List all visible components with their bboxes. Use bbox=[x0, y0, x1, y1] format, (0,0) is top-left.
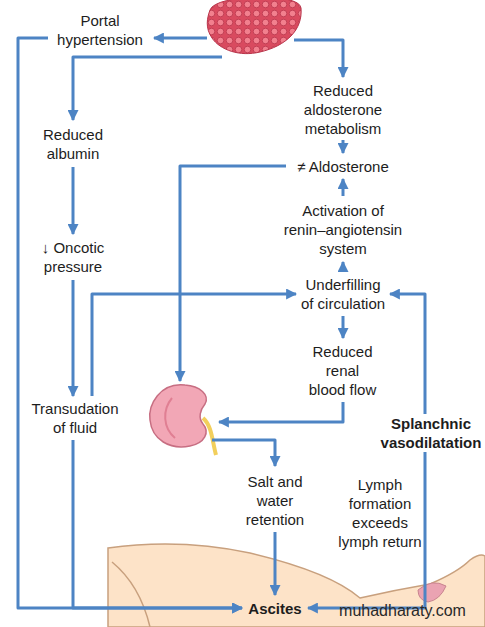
flow-arrow bbox=[274, 532, 277, 595]
liver-illustration bbox=[207, 0, 301, 54]
kidney-detail bbox=[165, 398, 175, 438]
flow-arrow bbox=[72, 280, 75, 396]
flow-arrow bbox=[342, 179, 345, 196]
step-text: ↓ Oncotic pressure bbox=[27, 238, 119, 276]
flow-step: Salt and water retention bbox=[244, 470, 306, 530]
liver-arrow bbox=[73, 57, 222, 120]
kidney-arrow bbox=[180, 166, 286, 381]
flow-step: ↓ Oncotic pressure bbox=[27, 236, 119, 278]
kidney-illustration bbox=[150, 385, 207, 447]
edge-label: Splanchnic vasodilatation bbox=[377, 414, 485, 452]
note-text: Lymph formation exceeds lymph return bbox=[337, 475, 423, 551]
flow-step: Transudation of fluid bbox=[25, 398, 125, 438]
flow-arrow bbox=[342, 316, 345, 338]
flow-step: Reduced albumin bbox=[27, 123, 119, 165]
flow-step: Reduced renal blood flow bbox=[307, 340, 378, 400]
step-text: Reduced albumin bbox=[27, 125, 119, 163]
step-text: Salt and water retention bbox=[244, 472, 306, 529]
step-text: Reduced aldosterone metabolism bbox=[293, 81, 393, 138]
outcome-box: Ascites bbox=[244, 597, 306, 619]
flow-arrow bbox=[18, 38, 242, 608]
step-text: Reduced renal blood flow bbox=[307, 342, 378, 399]
flow-arrow bbox=[73, 440, 242, 608]
flow-arrow bbox=[342, 140, 345, 153]
abdomen-illustration bbox=[108, 544, 485, 627]
step-text: Ascites bbox=[248, 599, 301, 618]
step-text: Underfilling of circulation bbox=[298, 275, 388, 313]
anatomy-detail bbox=[418, 583, 446, 602]
kidney-arrow bbox=[212, 440, 275, 466]
liver-arrow bbox=[154, 37, 207, 40]
flow-step: Portal hypertension bbox=[50, 10, 150, 50]
flow-step: Underfilling of circulation bbox=[298, 274, 388, 314]
arm-outline bbox=[112, 562, 150, 627]
flow-arrow bbox=[342, 262, 345, 272]
flow-arrow bbox=[72, 167, 75, 234]
kidney-arrow bbox=[219, 402, 343, 422]
flow-step: Reduced aldosterone metabolism bbox=[293, 80, 393, 138]
flow-step: Activation of renin–angiotensin system bbox=[281, 198, 405, 260]
flow-arrow bbox=[92, 294, 296, 396]
watermark: muhadharaty.com bbox=[320, 601, 485, 620]
step-text: Portal hypertension bbox=[50, 11, 150, 49]
step-text: ≠ Aldosterone bbox=[297, 157, 389, 176]
step-text: Transudation of fluid bbox=[25, 399, 125, 437]
flow-step: ≠ Aldosterone bbox=[288, 155, 398, 177]
step-text: Activation of renin–angiotensin system bbox=[281, 201, 405, 258]
liver-arrow bbox=[294, 40, 343, 77]
